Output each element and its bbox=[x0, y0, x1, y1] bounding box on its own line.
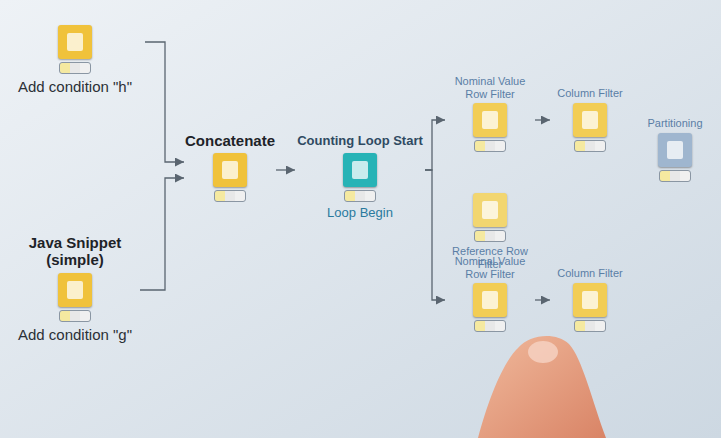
icon-glyph bbox=[482, 111, 498, 129]
java-snippet-node: Java Snippet (simple) Add condition "g" bbox=[10, 234, 140, 343]
node-label: Column Filter bbox=[557, 267, 622, 280]
connector bbox=[145, 42, 184, 162]
finger bbox=[478, 336, 606, 438]
node-icon bbox=[213, 153, 247, 187]
connector bbox=[425, 120, 445, 170]
icon-glyph bbox=[67, 33, 83, 51]
node-label: Column Filter bbox=[557, 87, 622, 100]
node-label: Concatenate bbox=[185, 132, 275, 149]
icon-glyph bbox=[482, 201, 498, 219]
connector bbox=[535, 119, 550, 120]
status-lights bbox=[59, 310, 91, 322]
connector bbox=[425, 170, 445, 300]
column-filter-node: Column Filter bbox=[550, 267, 630, 332]
node-icon bbox=[473, 103, 507, 137]
status-lights bbox=[574, 140, 606, 152]
icon-glyph bbox=[67, 281, 83, 299]
node-icon bbox=[58, 25, 92, 59]
node-label: Add condition "h" bbox=[18, 78, 132, 95]
node-icon bbox=[343, 153, 377, 187]
node-label: Nominal Value Row Filter bbox=[445, 255, 535, 280]
node-icon bbox=[473, 283, 507, 317]
node-icon bbox=[658, 133, 692, 167]
icon-glyph bbox=[582, 111, 598, 129]
status-lights bbox=[59, 62, 91, 74]
status-lights bbox=[474, 140, 506, 152]
row-filter-node: Nominal Value Row Filter bbox=[445, 75, 535, 152]
concatenate-node: Concatenate bbox=[184, 132, 276, 202]
status-lights bbox=[474, 230, 506, 242]
status-lights bbox=[214, 190, 246, 202]
connector bbox=[535, 299, 550, 300]
icon-glyph bbox=[667, 141, 683, 159]
status-lights bbox=[659, 170, 691, 182]
node-label: Partitioning bbox=[647, 117, 702, 130]
node-label: Counting Loop Start bbox=[297, 134, 423, 149]
java-snippet-node: Add condition "h" bbox=[5, 25, 145, 95]
status-lights bbox=[574, 320, 606, 332]
icon-glyph bbox=[582, 291, 598, 309]
icon-glyph bbox=[222, 161, 238, 179]
node-icon bbox=[573, 283, 607, 317]
status-lights bbox=[474, 320, 506, 332]
node-label: Nominal Value Row Filter bbox=[445, 75, 535, 100]
column-filter-node: Column Filter bbox=[550, 87, 630, 152]
status-lights bbox=[344, 190, 376, 202]
node-label: Add condition "g" bbox=[18, 326, 132, 343]
node-label: Java Snippet (simple) bbox=[10, 234, 140, 269]
connector bbox=[276, 169, 295, 170]
icon-glyph bbox=[352, 161, 368, 179]
node-label: Loop Begin bbox=[327, 206, 393, 221]
icon-glyph bbox=[482, 291, 498, 309]
node-icon bbox=[473, 193, 507, 227]
node-icon bbox=[58, 273, 92, 307]
row-filter-node: Nominal Value Row Filter bbox=[445, 255, 535, 332]
fingernail bbox=[528, 341, 558, 363]
node-icon bbox=[573, 103, 607, 137]
connector bbox=[140, 178, 184, 290]
partitioning-node: Partitioning bbox=[642, 117, 708, 182]
loop-start-node: Counting Loop StartLoop Begin bbox=[295, 134, 425, 221]
